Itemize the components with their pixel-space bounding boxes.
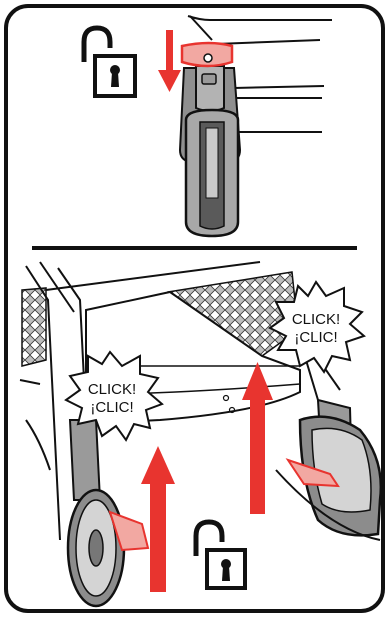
callout-left-line2: ¡CLIC! xyxy=(90,399,133,416)
callout-right-line1: CLICK! xyxy=(292,311,340,328)
callout-right-line2: ¡CLIC! xyxy=(294,329,337,346)
callout-left-line1: CLICK! xyxy=(88,381,136,398)
mesh-fabric-left xyxy=(22,288,46,366)
caster-wheel-assembly xyxy=(180,43,240,236)
